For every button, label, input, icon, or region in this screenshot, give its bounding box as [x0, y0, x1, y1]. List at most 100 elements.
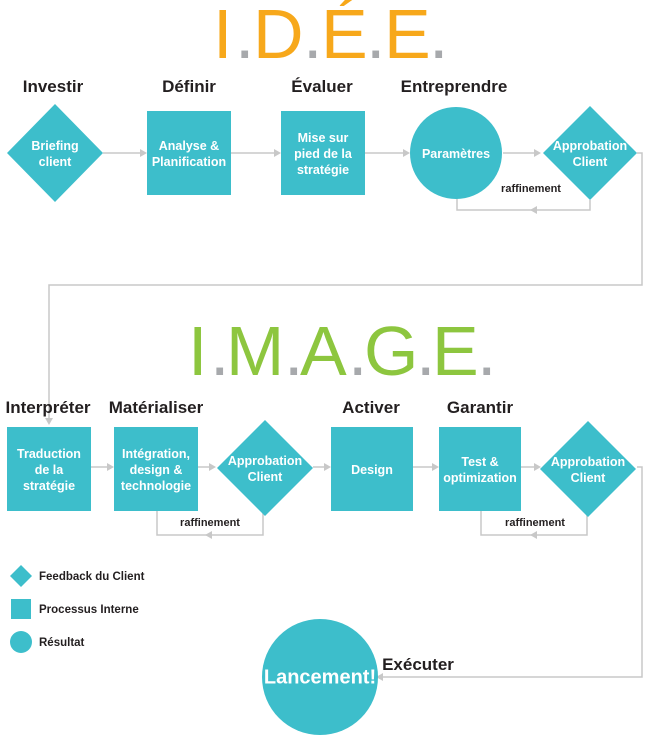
node-label-line: Briefing [31, 139, 78, 153]
node-label-line: Planification [152, 155, 226, 169]
node-label-line: technologie [121, 479, 191, 493]
node-label-line: Traduction [17, 447, 81, 461]
nodes: Briefing client Analyse & Planification Mi… [7, 104, 637, 735]
title-dot: . [210, 312, 229, 390]
legend-resultat: Résultat [39, 637, 85, 649]
legend-square-icon [11, 599, 31, 619]
title-idee: I.D.É.E. [213, 0, 448, 73]
stage-executer: Exécuter [382, 655, 454, 674]
node-test-label: Test & optimization [443, 455, 517, 485]
node-label-line: de la [35, 463, 65, 477]
node-design-label: Design [351, 463, 393, 477]
node-parametres [410, 107, 502, 199]
node-label-line: Design [351, 463, 393, 477]
node-mise-label: Mise sur pied de la stratégie [294, 131, 353, 177]
node-label-line: Paramètres [422, 147, 490, 161]
legend-processus: Processus Interne [39, 604, 139, 616]
arrowhead [140, 149, 147, 157]
node-label-line: Analyse & [159, 139, 219, 153]
node-label-line: client [39, 155, 72, 169]
title-image: I.M.A.G.E. [188, 312, 496, 390]
arrowhead [205, 531, 212, 539]
arrowhead [403, 149, 410, 157]
title-dot: . [416, 312, 435, 390]
title-letter: E [384, 0, 431, 73]
node-analyse-label: Analyse & Planification [152, 139, 226, 169]
node-label-line: stratégie [297, 163, 349, 177]
stage-evaluer: Évaluer [291, 77, 353, 96]
title-letter: M [226, 312, 284, 390]
connectors [45, 149, 643, 681]
node-label-line: Approbation [553, 139, 627, 153]
node-label-line: pied de la [294, 147, 353, 161]
connector-row2-to-launch [383, 466, 643, 678]
node-approbation-client-3 [540, 421, 636, 517]
title-dot: . [477, 312, 496, 390]
arrowhead [432, 463, 439, 471]
refinement-label-3: raffinement [505, 517, 565, 529]
refinement-label-2: raffinement [180, 517, 240, 529]
node-integration-label: Intégration, design & technologie [121, 447, 191, 493]
legend-feedback: Feedback du Client [39, 571, 145, 583]
node-approbation-client-1 [543, 106, 637, 200]
refinement-loop-1 [456, 198, 591, 211]
stage-definir: Définir [162, 77, 216, 96]
node-label-line: Mise sur [298, 131, 349, 145]
arrowhead [530, 206, 537, 214]
stage-headings: Investir Définir Évaluer Entreprendre In… [5, 77, 513, 674]
node-label-line: design & [130, 463, 183, 477]
node-integration-design [114, 427, 198, 511]
node-label-line: Approbation [551, 455, 625, 469]
title-letter: É [321, 0, 368, 73]
refinement-label-1: raffinement [501, 183, 561, 195]
node-briefing-client-label: Briefing client [31, 139, 78, 169]
node-label-line: Intégration, [122, 447, 190, 461]
connector-row1-to-row2 [48, 152, 643, 418]
node-label-line: Client [571, 471, 607, 485]
arrowhead [534, 463, 541, 471]
node-label-line: Client [573, 155, 609, 169]
arrowhead [376, 673, 383, 681]
node-label-line: Lancement! [264, 667, 376, 689]
stage-activer: Activer [342, 398, 400, 417]
node-briefing-client [7, 104, 103, 202]
node-design [331, 427, 413, 511]
title-dot: . [284, 312, 303, 390]
title-dot: . [235, 0, 254, 73]
title-letter: G [364, 312, 418, 390]
node-parametres-label: Paramètres [422, 147, 490, 161]
stage-garantir: Garantir [447, 398, 514, 417]
arrowhead [107, 463, 114, 471]
arrowhead [534, 149, 541, 157]
title-letter: D [253, 0, 304, 73]
node-traduction-label: Traduction de la stratégie [17, 447, 81, 493]
node-lancement-label: Lancement! [264, 667, 376, 689]
arrowhead [274, 149, 281, 157]
node-label-line: Test & [461, 455, 498, 469]
node-label-line: stratégie [23, 479, 75, 493]
stage-interpreter: Interpréter [5, 398, 90, 417]
title-letter: E [432, 312, 479, 390]
title-dot: . [303, 0, 322, 73]
title-dot: . [348, 312, 367, 390]
legend-diamond-icon [10, 565, 32, 587]
node-lancement [262, 619, 378, 735]
arrowhead [45, 418, 53, 425]
node-test-optimization [439, 427, 521, 511]
arrowhead [209, 463, 216, 471]
title-letter: A [300, 312, 347, 390]
node-label-line: optimization [443, 471, 517, 485]
arrowhead [530, 531, 537, 539]
stage-entreprendre: Entreprendre [401, 77, 508, 96]
title-letter: I [213, 0, 232, 73]
node-label-line: Approbation [228, 454, 302, 468]
node-mise-sur-pied [281, 111, 365, 195]
title-dot: . [366, 0, 385, 73]
stage-materialiser: Matérialiser [109, 398, 204, 417]
node-traduction-strategie [7, 427, 91, 511]
node-analyse-planification [147, 111, 231, 195]
stage-investir: Investir [23, 77, 84, 96]
